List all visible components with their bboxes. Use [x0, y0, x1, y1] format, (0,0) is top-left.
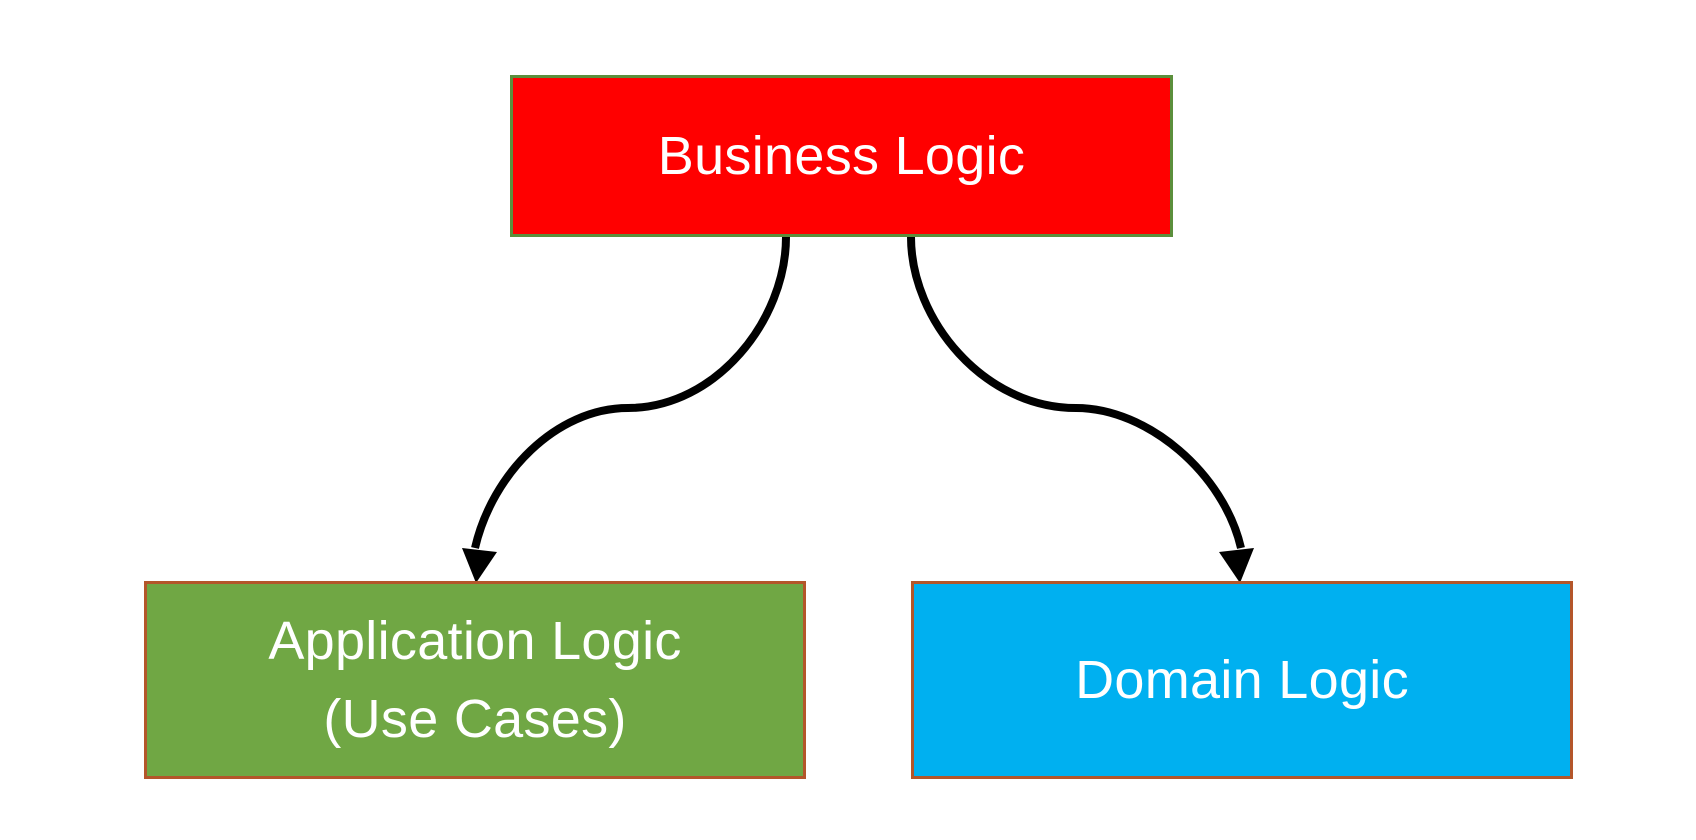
edge-business-to-application [471, 236, 790, 549]
business-logic-label: Business Logic [657, 126, 1026, 186]
arrowhead-application [462, 548, 497, 583]
domain-logic-label: Domain Logic [1075, 650, 1409, 710]
edge-business-to-domain [907, 236, 1245, 549]
application-logic-label: Application Logic [268, 611, 682, 671]
arrowhead-domain [1219, 548, 1254, 583]
application-logic-node: Application Logic (Use Cases) [144, 581, 806, 779]
business-logic-node: Business Logic [510, 75, 1173, 237]
application-logic-sublabel: (Use Cases) [323, 689, 627, 749]
domain-logic-node: Domain Logic [911, 581, 1573, 779]
